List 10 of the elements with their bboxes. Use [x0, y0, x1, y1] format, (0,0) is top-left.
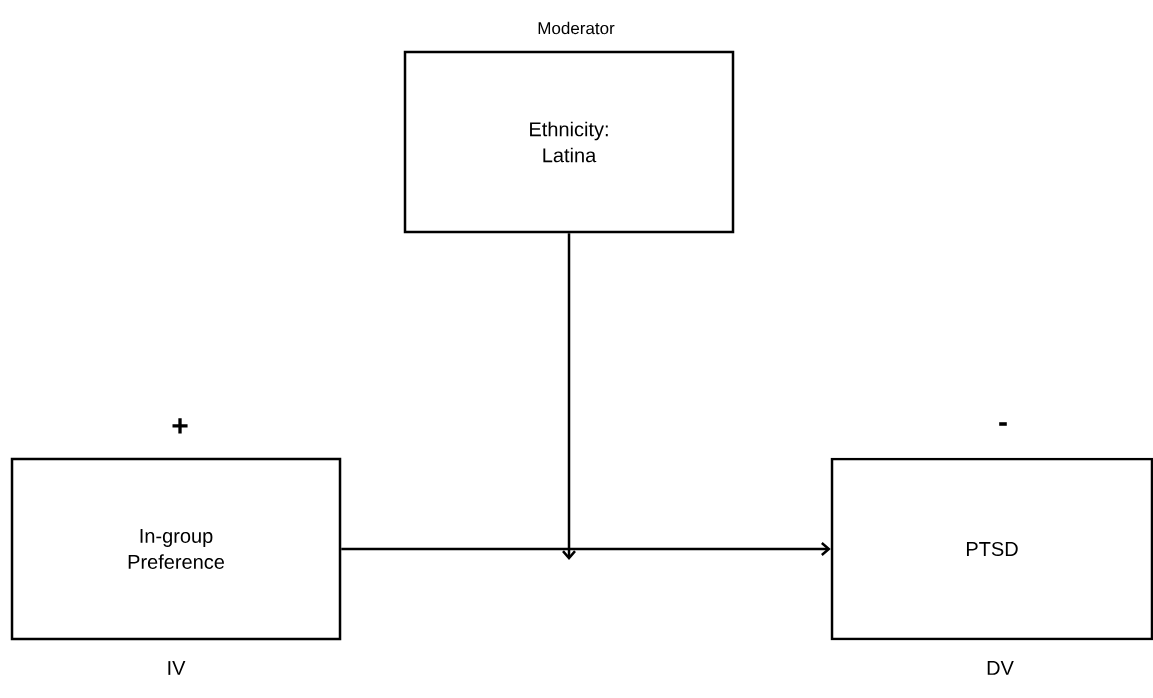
node-caption: IV [168, 661, 186, 675]
node-caption: + [172, 418, 188, 434]
node-caption: Moderator [538, 21, 615, 35]
arrow [341, 542, 831, 556]
variable-box: Ethnicity: Latina [403, 50, 735, 234]
node-caption: DV [987, 661, 1014, 675]
variable-box: PTSD [830, 457, 1153, 641]
variable-box: In-group Preference [10, 457, 342, 641]
node-caption: - [999, 422, 1007, 426]
arrow [562, 233, 576, 560]
